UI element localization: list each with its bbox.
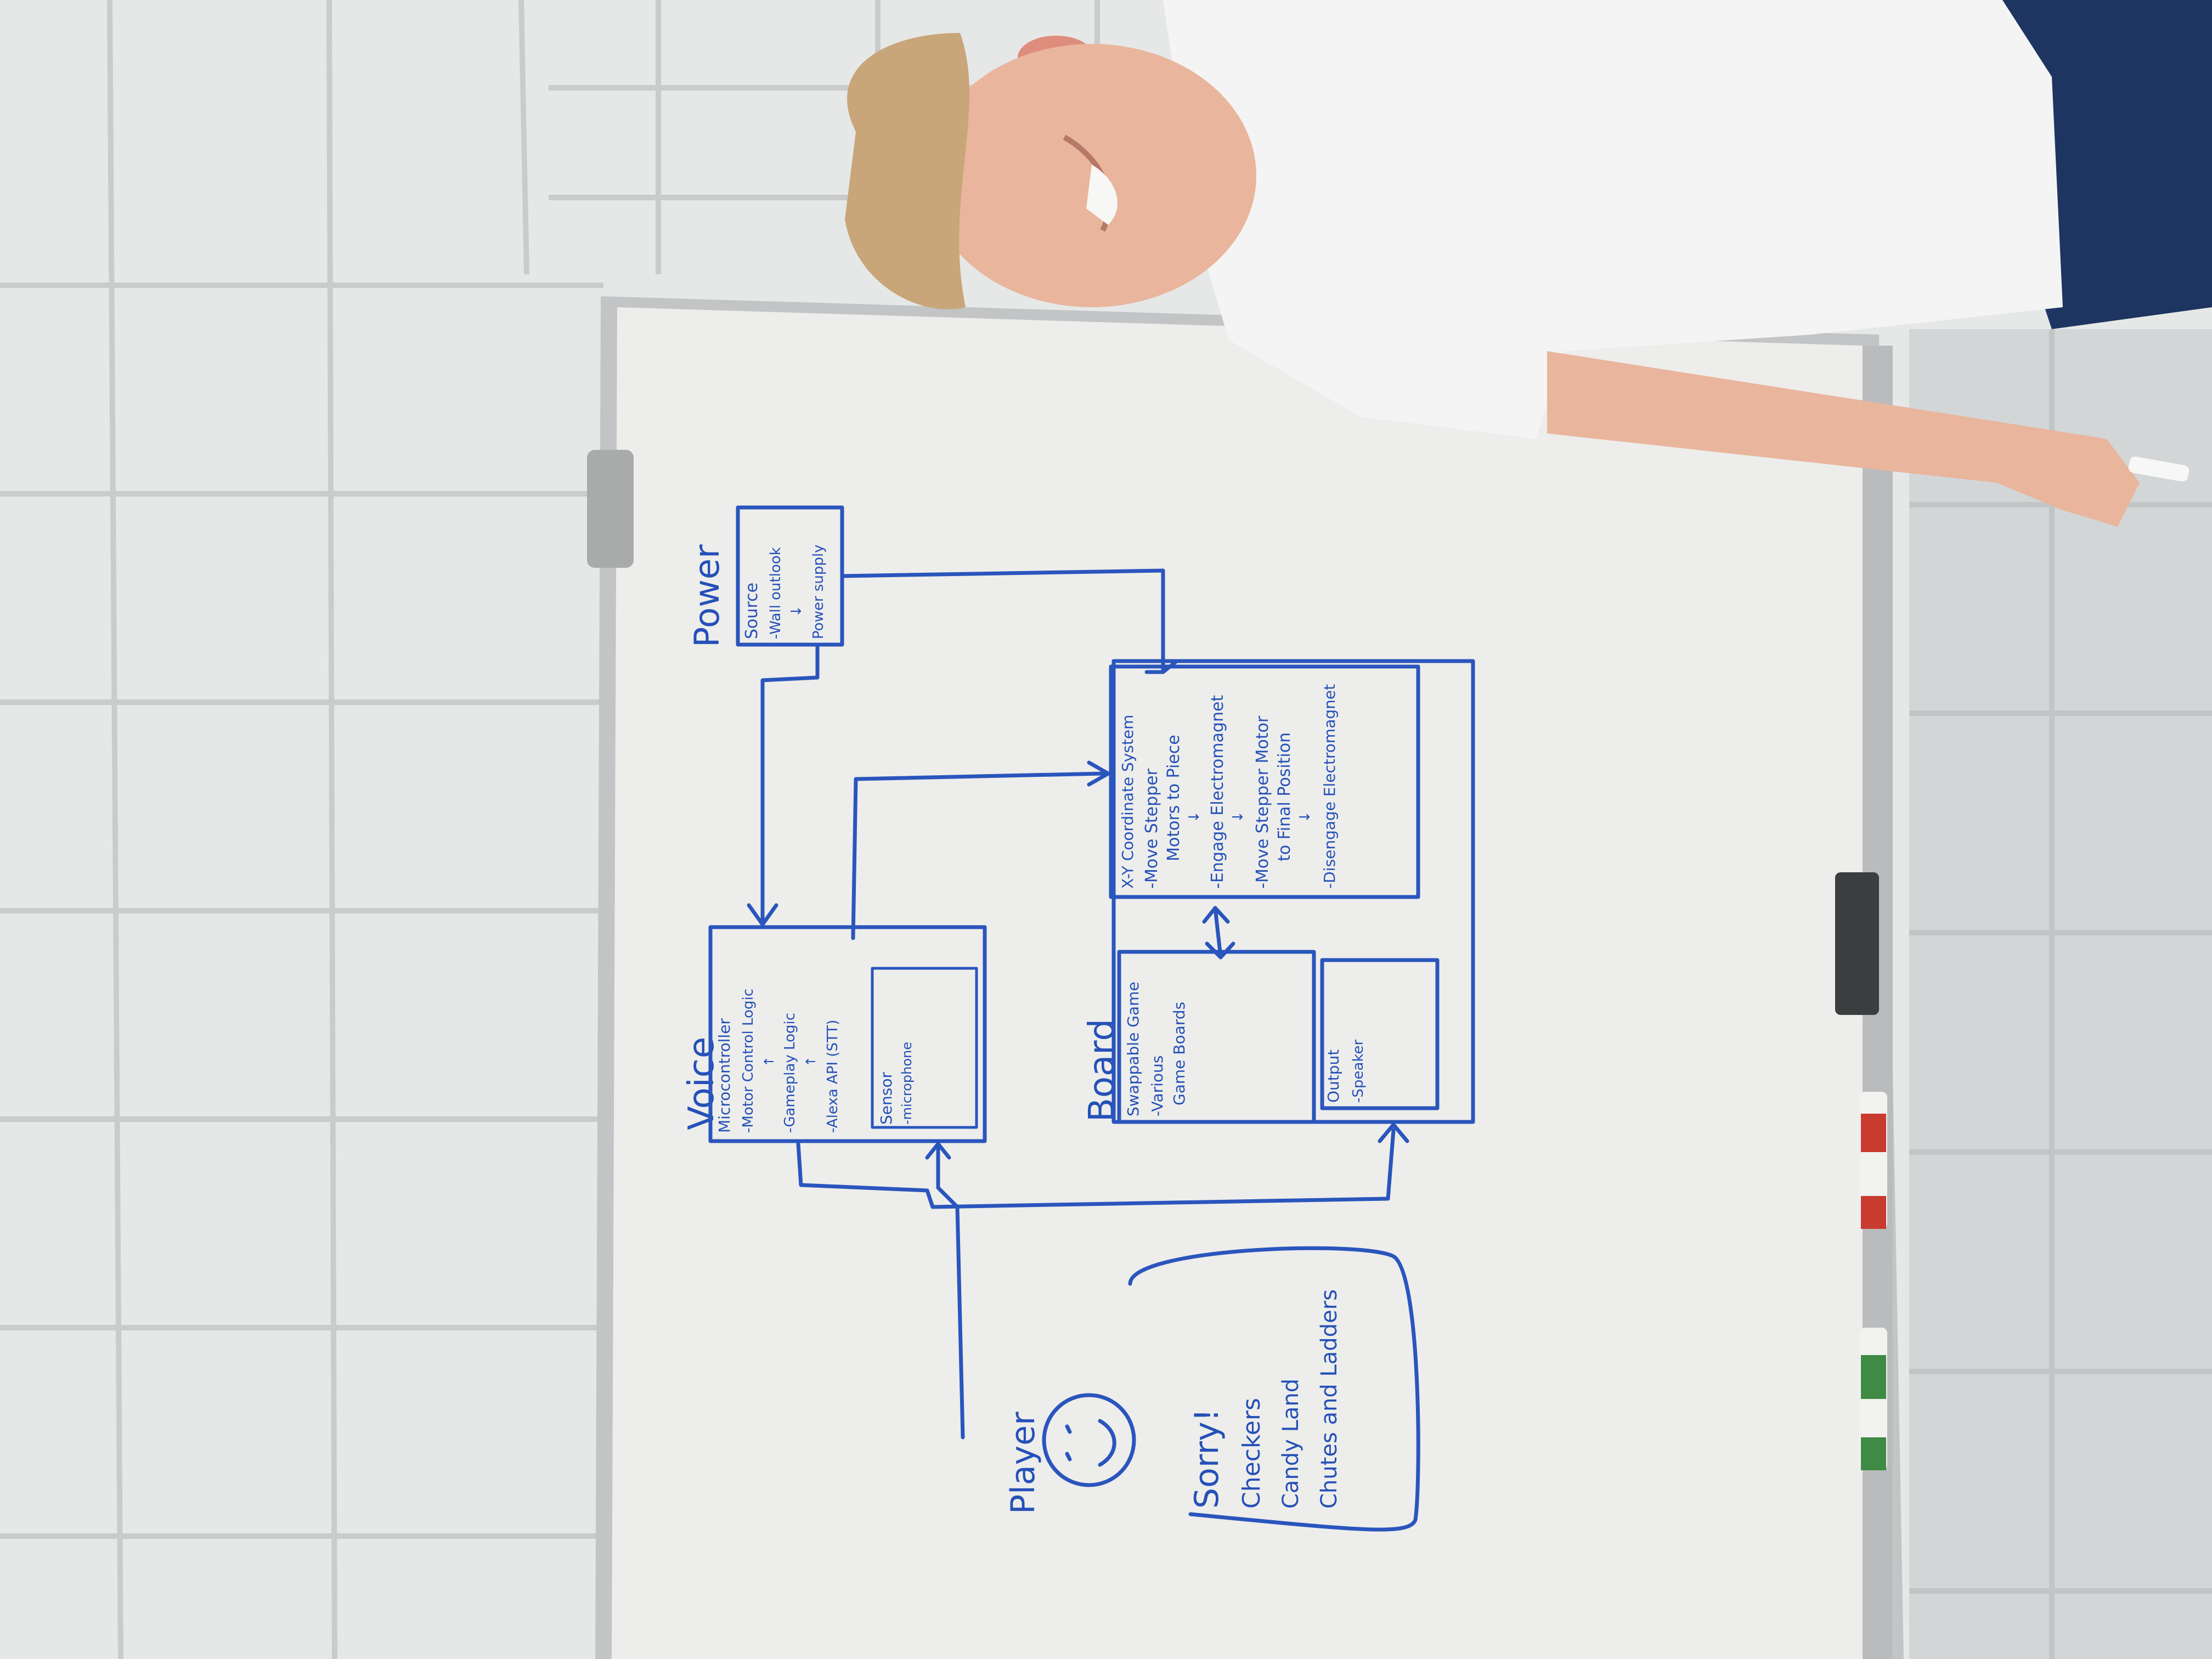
- power-source-box: [736, 505, 844, 647]
- sensor-line-1: Sensor: [877, 1072, 895, 1125]
- coordinate-system-box: [1109, 664, 1420, 899]
- game-sorry: Sorry!: [1188, 1408, 1226, 1509]
- player-title: Player: [1004, 1412, 1042, 1514]
- sensor-line-2: -microphone: [899, 1042, 915, 1125]
- person: [845, 0, 2212, 527]
- whiteboard: [587, 296, 1904, 1659]
- diagram-connectors: [747, 568, 1409, 1440]
- game-checkers: Checkers: [1238, 1398, 1266, 1509]
- mc-line-4: -Gameplay Logic: [782, 1013, 798, 1133]
- arrow-head-up: [1202, 906, 1230, 924]
- arrow-voice-to-coordinate: [851, 771, 1105, 940]
- board-block: Board X-Y Coordinate System -Move Steppe…: [1082, 659, 1475, 1124]
- mc-line-3: ↑: [761, 1056, 777, 1067]
- mc-line-5: ↑: [803, 1056, 819, 1067]
- coord-line-9: ↓: [1297, 811, 1313, 823]
- sensor-box: [871, 967, 978, 1129]
- voice-block: Voice Microcontroller -Motor Control Log…: [681, 925, 987, 1143]
- coord-line-8: to Final Position: [1275, 732, 1294, 861]
- player-mouth: [1098, 1419, 1116, 1467]
- arrow-head-down: [1205, 941, 1235, 960]
- arrow-head-voice: [747, 903, 778, 927]
- swap-line-2: -Various: [1148, 1056, 1166, 1116]
- arrow-head-output: [1378, 1122, 1409, 1143]
- marker-in-hand[interactable]: [2128, 456, 2190, 483]
- output-line-2: -Speaker: [1350, 1040, 1367, 1103]
- voice-title: Voice: [681, 1037, 722, 1130]
- red-marker-label: [1861, 1114, 1886, 1152]
- mc-line-1: Microcontroller: [715, 1018, 733, 1133]
- coord-line-3: Motors to Piece: [1164, 735, 1183, 861]
- coord-line-1: X-Y Coordinate System: [1119, 715, 1137, 889]
- player-eye-right: [1065, 1452, 1072, 1462]
- arm: [1547, 351, 2140, 527]
- arrow-head-coordinate: [1087, 760, 1110, 787]
- player-block: Player ☺: [1004, 1393, 1136, 1514]
- coord-line-10: -Disengage Electromagnet: [1321, 684, 1339, 889]
- player-eye-left: [1065, 1424, 1072, 1434]
- coord-line-4: ↓: [1186, 811, 1203, 823]
- red-marker-cap: [1861, 1196, 1886, 1229]
- t-shirt: [1163, 0, 2063, 439]
- arrow-head-sensor: [925, 1142, 951, 1160]
- green-marker-cap: [1861, 1437, 1886, 1470]
- arrow-power-to-voice: [760, 642, 820, 924]
- power-line-4: Power supply: [810, 544, 827, 639]
- power-title: Power: [687, 544, 727, 647]
- game-candy-land: Candy Land: [1278, 1379, 1304, 1509]
- swappable-game-box: [1117, 950, 1316, 1124]
- power-line-1: Source: [742, 583, 761, 639]
- voice-box: [708, 925, 987, 1143]
- player-face: [1042, 1393, 1136, 1487]
- coord-line-6: ↓: [1230, 811, 1246, 823]
- power-line-3: ↓: [788, 605, 805, 617]
- game-chutes-ladders: Chutes and Ladders: [1317, 1289, 1342, 1509]
- eraser[interactable]: [1835, 872, 1879, 1015]
- arrow-voice-to-output: [796, 1128, 1396, 1209]
- green-marker-label: [1861, 1355, 1886, 1399]
- swap-line-3: Game Boards: [1170, 1002, 1188, 1105]
- coord-line-5: -Engage Electromagnet: [1208, 695, 1227, 889]
- arrow-coordinate-to-game: [1213, 906, 1223, 960]
- swap-line-1: Swappable Game: [1124, 981, 1142, 1116]
- hair: [845, 33, 970, 309]
- power-block: Power Source -Wall outlook ↓ Power suppl…: [687, 505, 844, 647]
- output-line-1: Output: [1324, 1049, 1342, 1103]
- coord-line-2: -Move Stepper: [1142, 768, 1161, 889]
- player-face-glyph: ☺: [1070, 1408, 1127, 1472]
- board-title: Board: [1082, 1019, 1122, 1122]
- arrow-power-to-coordinate: [840, 568, 1165, 672]
- whiteboard-mount-bracket: [587, 450, 634, 568]
- smile-teeth: [1086, 165, 1118, 225]
- output-box: [1320, 958, 1440, 1110]
- games-box-outline: [1128, 1246, 1420, 1532]
- mc-line-6: -Alexa API (STT): [825, 1020, 841, 1133]
- arrow-player-to-sensor: [936, 1144, 965, 1440]
- coord-line-7: -Move Stepper Motor: [1253, 715, 1272, 889]
- games-block: Sorry! Checkers Candy Land Chutes and La…: [1128, 1246, 1420, 1532]
- mc-line-2: -Motor Control Logic: [740, 989, 757, 1133]
- power-line-2: -Wall outlook: [768, 547, 784, 639]
